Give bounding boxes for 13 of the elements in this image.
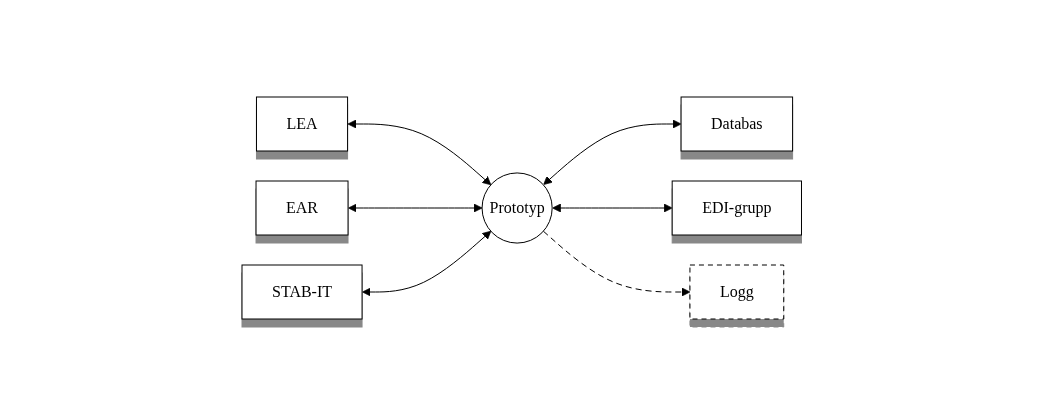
arrow xyxy=(347,119,492,186)
arrow xyxy=(362,230,492,297)
node-box: EDI-grupp xyxy=(671,180,803,236)
arrow xyxy=(543,119,682,185)
arrow xyxy=(552,203,673,213)
node-circle: Prototyp xyxy=(481,172,553,244)
node-box: EAR xyxy=(255,180,349,236)
arrow xyxy=(348,203,483,213)
node-box: STAB-IT xyxy=(241,264,363,320)
node-box: LEA xyxy=(256,96,349,152)
node-box: Logg xyxy=(689,264,785,320)
node-box: Databas xyxy=(680,96,794,152)
arrow xyxy=(543,230,691,297)
